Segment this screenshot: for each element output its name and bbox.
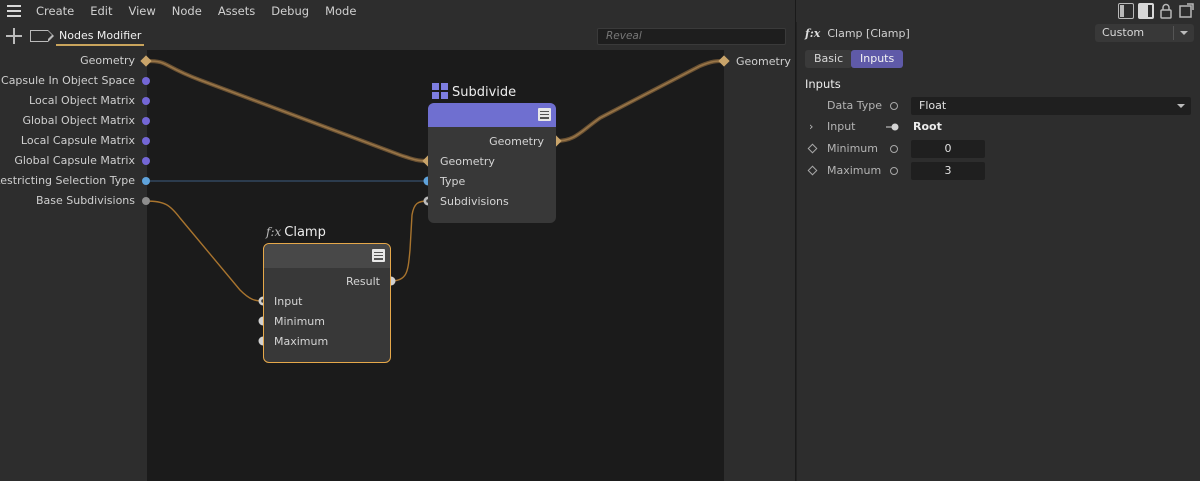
menu-node[interactable]: Node xyxy=(171,4,202,18)
minimum-field[interactable]: 0 xyxy=(911,140,985,158)
fx-icon: f:x xyxy=(805,27,821,40)
section-title-inputs: Inputs xyxy=(805,77,841,91)
menu-bar: Create Edit View Node Assets Debug Mode xyxy=(0,0,795,22)
chevron-right-icon[interactable]: › xyxy=(809,120,814,133)
tag-icon[interactable] xyxy=(30,29,54,42)
chevron-down-icon xyxy=(1180,31,1188,35)
graph-outputs-panel: Geometry xyxy=(724,50,795,481)
clamp-output-result: Result xyxy=(346,275,380,288)
node-menu-icon[interactable] xyxy=(372,249,385,262)
hamburger-menu-icon[interactable] xyxy=(0,0,28,22)
input-port-base-subdivisions: Base Subdivisions xyxy=(35,194,135,207)
input-port-restricting-selection-type: Restricting Selection Type xyxy=(0,174,135,187)
subdivide-input-geometry: Geometry xyxy=(440,155,495,168)
subdivide-node-title: Subdivide xyxy=(452,85,517,100)
node-menu-icon[interactable] xyxy=(538,108,551,121)
panel-left-layout-icon[interactable] xyxy=(1118,3,1134,19)
menu-assets[interactable]: Assets xyxy=(217,4,256,18)
input-port-local-object-matrix: Local Object Matrix xyxy=(29,94,135,107)
input-port-global-capsule-matrix: Global Capsule Matrix xyxy=(14,154,135,167)
subdivide-node[interactable]: Geometry Geometry Type Subdivisions xyxy=(428,103,556,223)
fx-icon: f:x xyxy=(266,225,282,239)
subdivide-output-geometry: Geometry xyxy=(489,135,544,148)
attr-row-maximum: Maximum 3 xyxy=(797,161,1200,181)
tab-nodes-modifier[interactable]: Nodes Modifier xyxy=(56,28,145,46)
menu-create[interactable]: Create xyxy=(36,4,75,18)
menu-debug[interactable]: Debug xyxy=(271,4,310,18)
maximum-field[interactable]: 3 xyxy=(911,162,985,180)
clamp-node-header[interactable] xyxy=(264,244,390,268)
reveal-search-input[interactable]: Reveal xyxy=(597,28,786,45)
attr-row-data-type: Data Type Float xyxy=(797,96,1200,116)
input-port-local-capsule-matrix: Local Capsule Matrix xyxy=(20,134,135,147)
input-port-global-object-matrix: Global Object Matrix xyxy=(22,114,135,127)
attr-row-input: › Input Root xyxy=(809,120,942,133)
attribute-window-bar xyxy=(796,0,1200,22)
tab-basic[interactable]: Basic xyxy=(805,50,853,68)
input-port-capsule-in-object-space: Capsule In Object Space xyxy=(1,74,135,87)
clamp-input-maximum: Maximum xyxy=(274,335,329,348)
input-port-geometry: Geometry xyxy=(80,54,135,67)
subdivide-node-header[interactable] xyxy=(428,103,556,127)
menu-mode[interactable]: Mode xyxy=(325,4,357,18)
subdivide-icon xyxy=(432,83,448,99)
tab-inputs[interactable]: Inputs xyxy=(851,50,904,68)
graph-inputs-panel: Geometry Capsule In Object Space Local O… xyxy=(0,50,147,481)
add-node-icon[interactable] xyxy=(6,28,22,44)
panel-right-layout-icon[interactable] xyxy=(1138,3,1154,19)
animate-diamond-icon[interactable] xyxy=(807,143,818,154)
clamp-node[interactable]: Result Input Minimum Maximum xyxy=(263,243,391,363)
clamp-input-minimum: Minimum xyxy=(274,315,325,328)
keyframe-circle-icon[interactable] xyxy=(890,102,898,110)
preset-dropdown[interactable]: Custom xyxy=(1095,24,1194,42)
panel-divider xyxy=(795,0,796,481)
animate-diamond-icon[interactable] xyxy=(807,165,818,176)
keyframe-circle-icon[interactable] xyxy=(890,145,898,153)
data-type-dropdown[interactable]: Float xyxy=(911,97,1191,115)
keyframe-circle-icon[interactable] xyxy=(890,167,898,175)
subdivide-input-type: Type xyxy=(440,175,466,188)
output-port-geometry-label: Geometry xyxy=(736,55,791,68)
attr-row-minimum: Minimum 0 xyxy=(797,139,1200,159)
node-editor-toolbar: Nodes Modifier Reveal xyxy=(0,22,795,50)
new-window-icon[interactable] xyxy=(1178,3,1194,19)
clamp-input-input: Input xyxy=(274,295,303,308)
input-root-value: Root xyxy=(913,120,942,133)
lock-icon[interactable] xyxy=(1158,3,1174,19)
menu-view[interactable]: View xyxy=(128,4,156,18)
connection-pin-icon[interactable] xyxy=(886,122,900,132)
subdivide-input-subdivisions: Subdivisions xyxy=(440,195,509,208)
menu-edit[interactable]: Edit xyxy=(90,4,113,18)
chevron-down-icon xyxy=(1177,104,1185,108)
